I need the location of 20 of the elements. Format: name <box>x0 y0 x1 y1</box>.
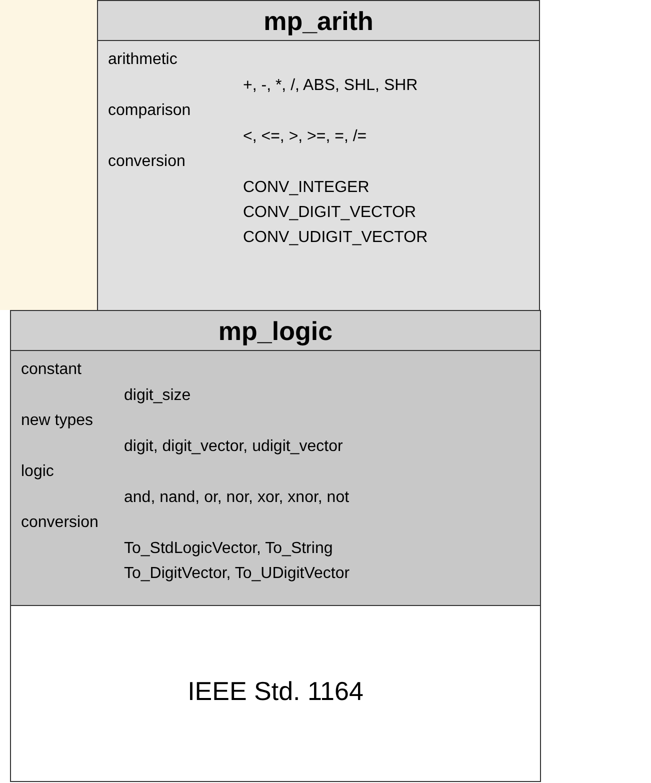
category-label: logic <box>21 462 54 482</box>
category-label: conversion <box>21 513 98 533</box>
layer-box <box>10 310 541 606</box>
category-label: arithmetic <box>108 50 178 70</box>
layer-box <box>10 605 541 782</box>
box-title: mp_logic <box>11 311 540 351</box>
category-label: conversion <box>108 152 186 172</box>
item-list: +, -, *, /, ABS, SHL, SHR <box>243 73 418 98</box>
layer-box <box>97 0 540 311</box>
item-list: and, nand, or, nor, xor, xnor, not <box>124 485 350 510</box>
item-list: CONV_INTEGER CONV_DIGIT_VECTOR CONV_UDIGIT_VECTOR <box>243 175 443 250</box>
category-label: constant <box>21 360 82 380</box>
item-list: digit_size <box>124 383 191 408</box>
category-label: comparison <box>108 101 191 121</box>
box-label: IEEE Std. 1164 <box>186 676 364 707</box>
box-title: mp_arith <box>98 1 539 41</box>
item-list: To_StdLogicVector, To_String To_DigitVector, To_UDigitVector <box>124 536 389 586</box>
category-label: new types <box>21 411 94 431</box>
item-list: digit, digit_vector, udigit_vector <box>124 434 343 459</box>
item-list: <, <=, >, >=, =, /= <box>243 124 367 149</box>
